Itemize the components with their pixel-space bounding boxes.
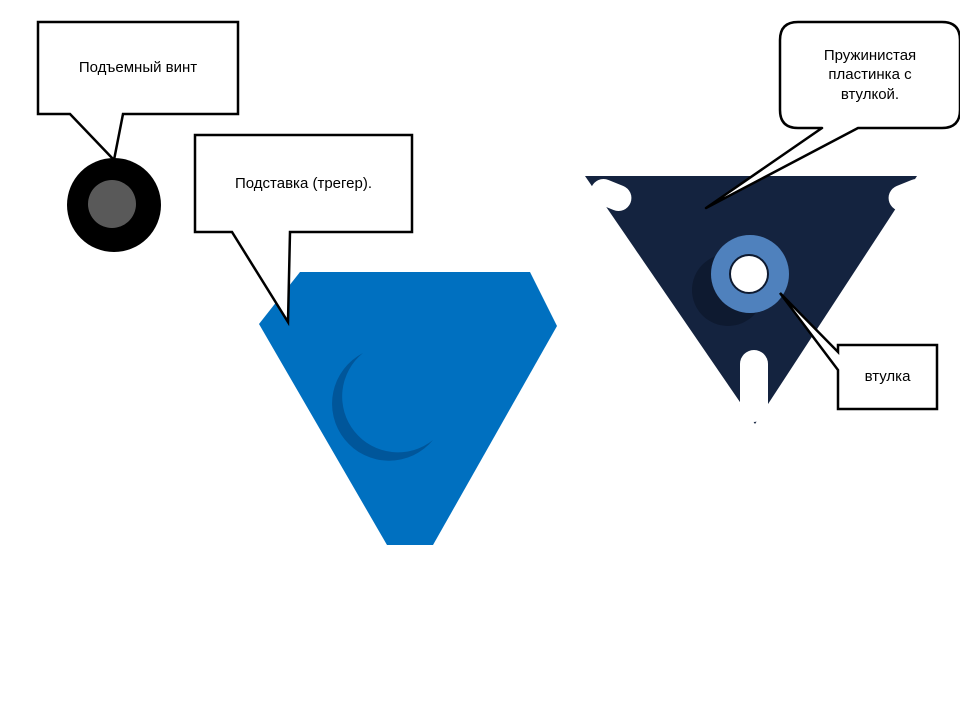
plate-slot-left	[590, 179, 632, 211]
tribrach	[259, 272, 557, 545]
plate-slot-bottom	[740, 350, 768, 422]
spring-plate	[585, 176, 930, 424]
plate-slot-right	[888, 179, 930, 211]
label-tribrach: Подставка (трегер).	[235, 174, 372, 192]
callout-tribrach-bubble	[193, 133, 414, 327]
callout-plate-bubble	[704, 20, 960, 210]
bushing-hole	[729, 254, 769, 294]
label-bushing: втулка	[864, 368, 911, 386]
tribrach-body	[259, 272, 557, 545]
label-lifting-screw: Подъемный винт	[78, 59, 198, 77]
label-spring-plate: Пружинистая пластинка с втулкой.	[823, 46, 917, 103]
screw-head	[88, 180, 136, 228]
callout-screw-bubble	[36, 20, 240, 163]
lifting-screw	[67, 158, 161, 252]
callout-bushing-bubble	[779, 292, 939, 411]
